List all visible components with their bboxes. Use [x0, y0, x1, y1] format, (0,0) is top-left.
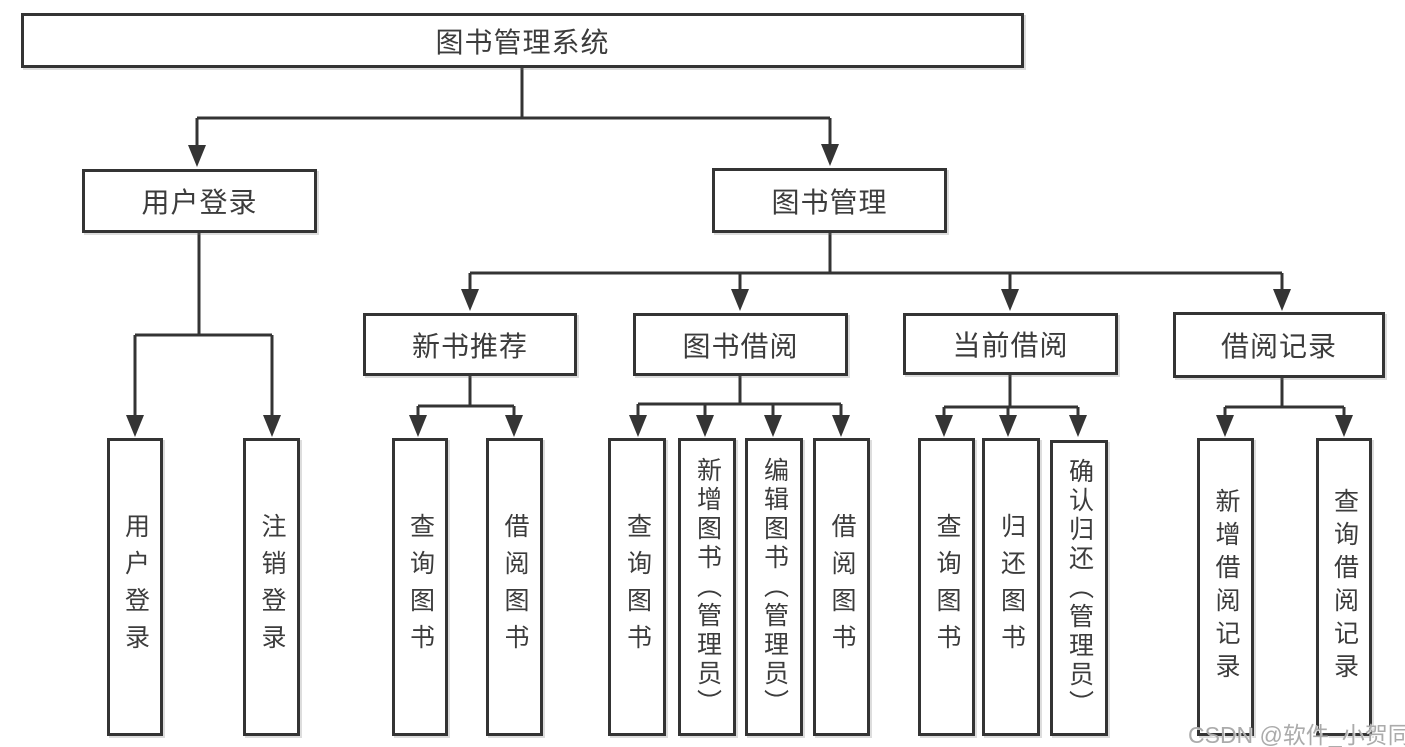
node-new-book-recommend: 新书推荐: [363, 313, 577, 376]
leaf-label: 编辑图书（管理员）: [760, 456, 789, 718]
leaf-user-login: 用户登录: [107, 438, 163, 736]
node-book-management: 图书管理: [712, 168, 947, 233]
leaf-label: 用户登录: [121, 513, 150, 661]
leaf-label: 查询图书: [406, 513, 435, 661]
leaf-label: 查询图书: [623, 513, 652, 661]
leaf-logout: 注销登录: [243, 438, 300, 736]
leaf-query-books-2: 查询图书: [608, 438, 666, 736]
leaf-edit-book-admin: 编辑图书（管理员）: [745, 438, 803, 736]
leaf-label: 新增图书（管理员）: [693, 456, 722, 718]
leaf-label: 新增借阅记录: [1212, 488, 1240, 686]
leaf-label: 确认归还（管理员）: [1065, 457, 1094, 719]
leaf-return-book: 归还图书: [982, 438, 1040, 736]
leaf-query-books-3: 查询图书: [918, 438, 975, 736]
leaf-borrow-books-2: 借阅图书: [813, 438, 870, 736]
leaf-add-book-admin: 新增图书（管理员）: [678, 438, 736, 736]
leaf-confirm-return-admin: 确认归还（管理员）: [1050, 440, 1108, 736]
leaf-borrow-books-1: 借阅图书: [486, 438, 543, 736]
csdn-watermark: CSDN @软件_小贺同学: [1188, 722, 1405, 747]
node-root: 图书管理系统: [21, 13, 1024, 68]
leaf-label: 借阅图书: [828, 513, 856, 661]
leaf-label: 查询借阅记录: [1330, 488, 1359, 686]
node-user-login: 用户登录: [82, 169, 317, 233]
node-borrow-records: 借阅记录: [1173, 312, 1385, 378]
leaf-query-books-1: 查询图书: [392, 438, 448, 736]
leaf-label: 借阅图书: [501, 513, 529, 661]
leaf-query-borrow-record: 查询借阅记录: [1316, 438, 1372, 736]
node-book-borrow: 图书借阅: [633, 313, 848, 376]
leaf-label: 查询图书: [933, 513, 961, 661]
node-current-borrow: 当前借阅: [903, 313, 1118, 375]
leaf-add-borrow-record: 新增借阅记录: [1197, 438, 1254, 736]
leaf-label: 注销登录: [258, 513, 286, 661]
leaf-label: 归还图书: [997, 513, 1026, 661]
